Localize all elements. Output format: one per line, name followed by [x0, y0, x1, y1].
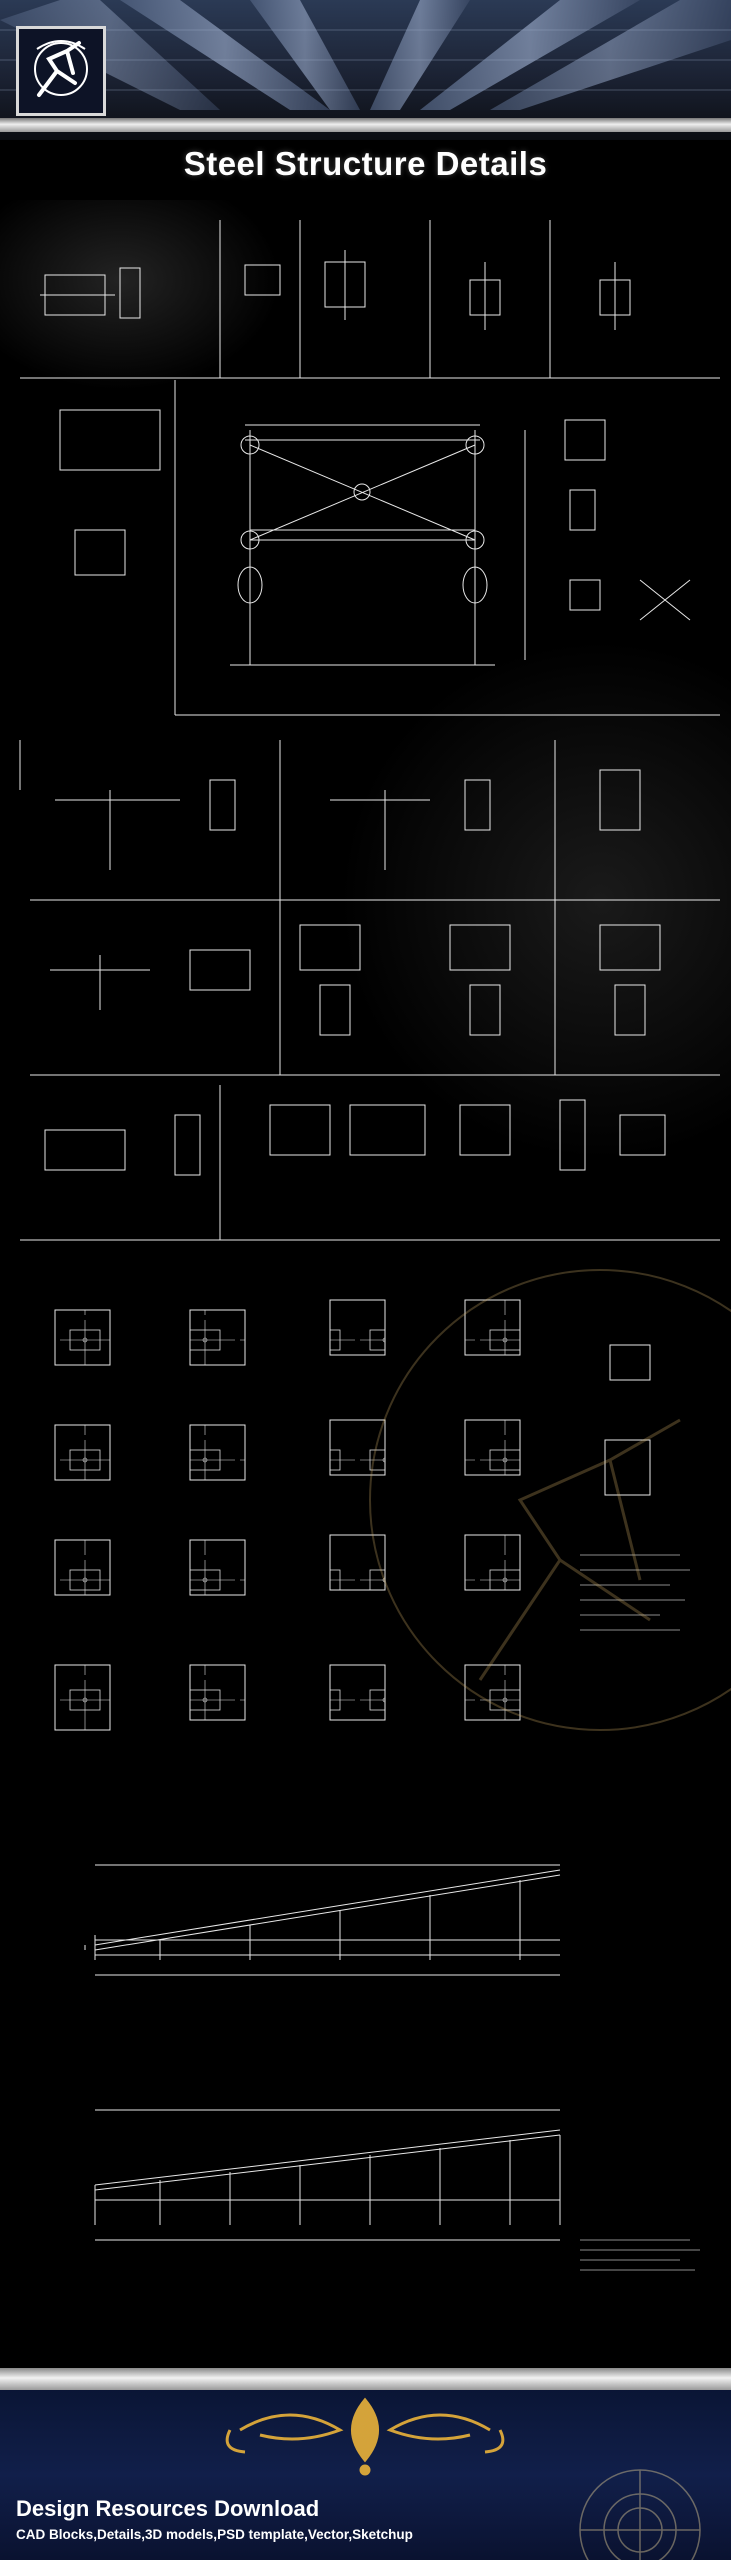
base-plate-detail — [464, 1664, 521, 1721]
base-plate-detail — [464, 1419, 521, 1476]
connection-detail — [449, 924, 511, 971]
connection-detail — [330, 779, 491, 870]
connection-detail — [599, 769, 641, 831]
footer-subtitle: CAD Blocks,Details,3D models,PSD templat… — [16, 2527, 413, 2542]
base-plate-detail — [329, 1299, 386, 1356]
base-plate-detail — [329, 1419, 386, 1476]
base-plate-detail — [329, 1664, 386, 1721]
connection-detail — [55, 779, 236, 870]
base-plate-detail — [54, 1664, 111, 1731]
footer-decor — [225, 2397, 701, 2560]
footer-title: Design Resources Download — [16, 2496, 320, 2521]
base-plate-detail — [54, 1539, 111, 1596]
base-plate-detail — [189, 1309, 246, 1366]
beam-detail — [244, 264, 281, 296]
connection-detail — [459, 1104, 511, 1156]
title-band — [0, 140, 731, 200]
portal-frame-brace — [249, 444, 476, 541]
connection-detail — [599, 924, 661, 971]
page-title: Steel Structure Details — [183, 145, 548, 182]
silver-divider — [0, 118, 731, 132]
base-plate-detail — [464, 1299, 521, 1356]
silver-divider — [0, 2368, 731, 2390]
base-plate-detail — [464, 1534, 521, 1591]
base-plate-detail — [54, 1309, 111, 1366]
archer-watermark-icon — [369, 1269, 731, 1731]
connection-detail — [50, 949, 251, 1010]
gold-ornament-icon — [225, 2397, 505, 2476]
base-plate-detail — [54, 1424, 111, 1481]
connection-detail — [44, 1129, 126, 1171]
base-plate-detail — [189, 1539, 246, 1596]
connection-detail — [349, 1104, 426, 1156]
base-plate-detail — [189, 1424, 246, 1481]
footer-banner — [0, 2390, 731, 2560]
cad-drawings-sheet — [0, 200, 731, 2360]
archer-logo-icon[interactable] — [16, 26, 106, 116]
connection-detail — [269, 1104, 331, 1156]
base-plate-detail — [189, 1664, 246, 1721]
connection-detail — [299, 924, 361, 971]
base-plate-detail — [329, 1534, 386, 1591]
